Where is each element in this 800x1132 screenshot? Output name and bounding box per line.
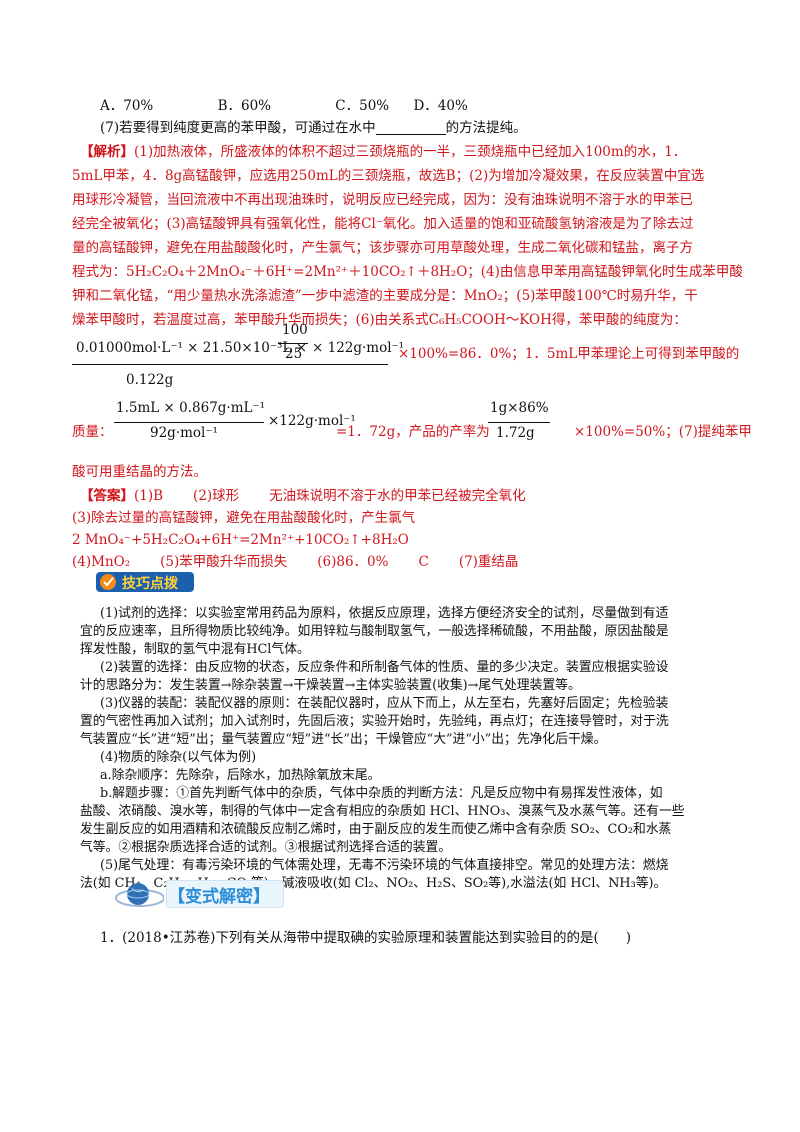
tip-3: 挥发性酸，制取的氢气中混有HCl气体。 [80, 642, 310, 657]
option-a: A．70% [100, 98, 154, 114]
tip-9: (4)物质的除杂(以气体为例) [100, 750, 257, 765]
answer-5: (5)苯甲酸升华而损失 [160, 554, 288, 570]
formula2-denominator: 92g·mol⁻¹ [150, 425, 218, 441]
analysis-line-8: 燥苯甲酸时，若温度过高，苯甲酸升华而损失；(6)由关系式C₆H₅COOH～KOH… [72, 312, 687, 328]
tip-10: a.除杂顺序：先除杂，后除水，加热除氧放末尾。 [100, 768, 381, 783]
answer-6: (6)86．0% [317, 554, 389, 570]
tips-badge: 技巧点拨 [96, 570, 196, 594]
analysis-line-1: 【解析】(1)加热液体，所盛液体的体积不超过三颈烧瓶的一半，三颈烧瓶中已经加入1… [80, 142, 686, 162]
tips-badge-icon [96, 572, 194, 592]
formula2-bar2 [488, 422, 550, 423]
tip-12: 盐酸、浓硝酸、溴水等，制得的气体中一定含有相应的杂质如 HCl、HNO₃、溴蒸气… [80, 804, 685, 819]
globe-icon [108, 880, 165, 910]
answer-blank [375, 120, 446, 135]
formula2-multiplier: ×122g·mol⁻¹ [268, 413, 356, 429]
tip-4: (2)装置的选择：由反应物的状态，反应条件和所制备气体的性质、量的多少决定。装置… [100, 660, 669, 675]
answer-2b: 无油珠说明不溶于水的甲苯已经被完全氧化 [269, 488, 526, 504]
answer-line-2: (3)除去过量的高锰酸钾，避免在用盐酸酸化时，产生氯气 [72, 510, 416, 526]
option-b: B．60% [217, 98, 271, 114]
tip-14: 气等。②根据杂质选择合适的试剂。③根据试剂选择合适的装置。 [80, 840, 452, 855]
formula2-numerator2: 1g×86% [490, 400, 549, 416]
formula1-main-bar [72, 364, 388, 365]
answer-1: (1)B [134, 488, 164, 504]
formula1-numerator-b: × 122g·mol⁻¹ [312, 340, 405, 356]
purity-formula: 0.01000mol·L⁻¹ × 21.50×10⁻³L × 100 25 × … [72, 318, 404, 378]
tip-1: (1)试剂的选择：以实验室常用药品为原料，依据反应原理，选择方便经济安全的试剂，… [100, 606, 669, 621]
tip-11: b.解题步骤：①首先判断气体中的杂质，气体中杂质的判断方法：凡是反应物中有易挥发… [100, 786, 663, 801]
tips-badge-label: 技巧点拨 [122, 576, 178, 592]
answer-line-1: 【答案】(1)B (2)球形 无油珠说明不溶于水的甲苯已经被完全氧化 [80, 486, 526, 506]
answer-7: (7)重结晶 [458, 554, 519, 570]
section-title: 【变式解密】 [166, 880, 284, 908]
formula2-mid: =1．72g，产品的产率为 [336, 424, 490, 440]
analysis-line-7: 钾和二氧化锰，“用少量热水洗涤滤渣”一步中滤渣的主要成分是：MnO₂；(5)苯甲… [72, 288, 698, 304]
answer-line-3: 2 MnO₄⁻+5H₂C₂O₄+6H⁺=2Mn²⁺+10CO₂↑+8H₂O [72, 532, 409, 548]
analysis-line-6: 程式为：5H₂C₂O₄＋2MnO₄⁻＋6H⁺=2Mn²⁺＋10CO₂↑＋8H₂O… [72, 264, 743, 280]
tip-8: 气装置应“长”进“短”出；量气装置应“短”进“长”出；干燥管应“大”进“小”出；… [80, 732, 607, 747]
option-c: C．50% [335, 98, 390, 114]
options-line: A．70% B．60% C．50% D．40% [100, 96, 468, 116]
analysis-end: 酸可用重结晶的方法。 [72, 464, 207, 480]
formula1-inner-denominator: 25 [285, 346, 303, 362]
tip-6: (3)仪器的装配：装配仪器的原则：在装配仪器时，应从下而上，从左至右，先塞好后固… [100, 696, 669, 711]
formula1-numerator-a: 0.01000mol·L⁻¹ × 21.50×10⁻³L × [76, 340, 308, 356]
formula1-tail: ×100%=86．0%；1．5mL甲苯理论上可得到苯甲酸的 [398, 346, 740, 362]
analysis-text: (1)加热液体，所盛液体的体积不超过三颈烧瓶的一半，三颈烧瓶中已经加入100m的… [134, 144, 687, 160]
analysis-line-4: 经完全被氧化；(3)高锰酸钾具有强氧化性，能将Cl⁻氧化。加入适量的饱和亚硫酸氢… [72, 216, 694, 232]
answer-tag: 【答案】 [80, 488, 134, 504]
mass-formula: 1.5mL × 0.867g·mL⁻¹ 92g·mol⁻¹ ×122g·mol⁻… [112, 400, 356, 450]
answer-2: (2)球形 [193, 488, 240, 504]
section-title-text: 【变式解密】 [168, 887, 270, 907]
formula1-inner-numerator: 100 [282, 322, 308, 338]
formula2-bar [114, 422, 264, 423]
formula2-tail: ×100%=50%；(7)提纯苯甲 [574, 424, 752, 440]
formula2-denominator2: 1.72g [496, 425, 535, 441]
tip-13: 发生副反应的如用酒精和浓硫酸反应制乙烯时，由于副反应的发生而使乙烯中含有杂质 S… [80, 822, 672, 837]
q7-suffix: 的方法提纯。 [445, 120, 527, 136]
question-7: (7)若要得到纯度更高的苯甲酸，可通过在水中 的方法提纯。 [100, 118, 527, 138]
analysis-line-2: 5mL甲苯，4．8g高锰酸钾，应选用250mL的三颈烧瓶，故选B；(2)为增加冷… [72, 168, 705, 184]
analysis-line-3: 用球形冷凝管，当回流液中不再出现油珠时，说明反应已经完成，因为：没有油珠说明不溶… [72, 192, 693, 208]
formula1-inner-bar [278, 343, 308, 344]
q7-prefix: (7)若要得到纯度更高的苯甲酸，可通过在水中 [100, 120, 376, 136]
answer-4: (4)MnO₂ [72, 554, 131, 570]
analysis-line-5: 量的高锰酸钾，避免在用盐酸酸化时，产生氯气；该步骤亦可用草酸处理，生成二氧化碳和… [72, 240, 693, 256]
answer-6b: C [418, 554, 429, 570]
question-1: 1．(2018•江苏卷)下列有关从海带中提取碘的实验原理和装置能达到实验目的的是… [100, 930, 631, 946]
formula1-denominator: 0.122g [126, 372, 174, 388]
option-d: D．40% [413, 98, 468, 114]
tip-2: 宜的反应速率，且所得物质比较纯净。如用锌粒与酸制取氢气，一般选择稀硫酸，不用盐酸… [80, 624, 669, 639]
tip-7: 置的气密性再加入试剂；加入试剂时，先固后液；实验开始时，先验纯，再点灯；在连接导… [80, 714, 669, 729]
answer-line-4: (4)MnO₂ (5)苯甲酸升华而损失 (6)86．0% C (7)重结晶 [72, 552, 518, 572]
formula2-label: 质量： [72, 424, 113, 440]
formula2-numerator: 1.5mL × 0.867g·mL⁻¹ [116, 400, 266, 416]
tip-15: (5)尾气处理：有毒污染环境的气体需处理，无毒不污染环境的气体直接排空。常见的处… [100, 858, 669, 873]
tip-5: 计的思路分为：发生装置→除杂装置→干燥装置→主体实验装置(收集)→尾气处理装置等… [80, 678, 581, 693]
yield-formula: 1g×86% 1.72g [488, 400, 568, 450]
analysis-tag: 【解析】 [80, 144, 134, 160]
